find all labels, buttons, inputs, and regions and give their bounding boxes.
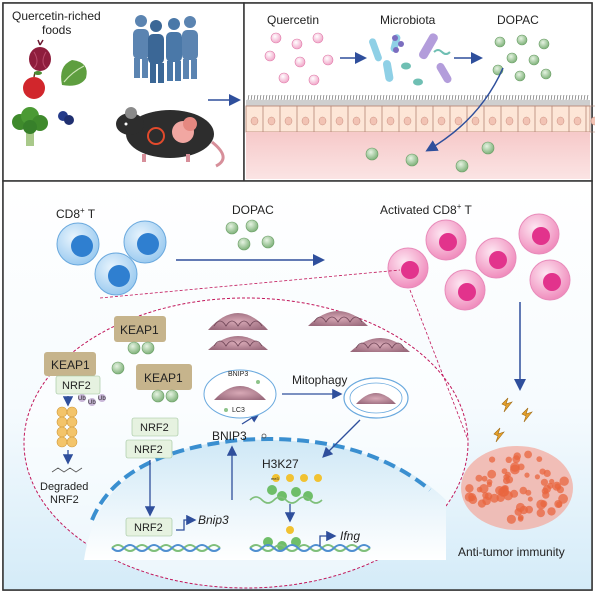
ub-label-3: Ub bbox=[98, 396, 106, 402]
cd8-t-cells bbox=[56, 220, 167, 296]
blueberries-icon bbox=[58, 111, 74, 125]
dopac-molecules-absorbed bbox=[365, 141, 495, 173]
arrow-ifng-transcription bbox=[319, 530, 337, 546]
microbiota-bacteria bbox=[369, 33, 452, 86]
bnip3-gene-label: Bnip3 bbox=[198, 513, 229, 527]
foods-label-line1: Quercetin-riched bbox=[12, 9, 101, 23]
nrf2-free-a: NRF2 bbox=[131, 417, 179, 437]
dopac-molecules-bottom bbox=[225, 219, 275, 251]
dna-strand-right-b bbox=[249, 544, 371, 552]
degraded-label-line2: NRF2 bbox=[50, 494, 79, 506]
nrf2-nuclear: NRF2 bbox=[125, 517, 173, 537]
bnip3-protein-label: BNIP3 bbox=[212, 429, 247, 443]
quercetin-label: Quercetin bbox=[267, 13, 319, 27]
broccoli-icon bbox=[12, 107, 48, 146]
people-group-icon bbox=[133, 15, 198, 83]
arrow-nrf2-to-bnip3 bbox=[176, 514, 197, 531]
keap1-label-b: KEAP1 bbox=[120, 323, 159, 337]
activated-cd8-t-cells bbox=[387, 213, 571, 311]
keap1-complex-c: KEAP1 bbox=[136, 364, 192, 403]
quercetin-molecules bbox=[264, 32, 334, 86]
nrf2-label-d: NRF2 bbox=[134, 522, 163, 534]
keap1-label-c: KEAP1 bbox=[144, 371, 183, 385]
me3-label-1: me3 bbox=[271, 476, 280, 481]
zoom-line-left bbox=[99, 269, 401, 299]
dna-strand-left bbox=[111, 544, 221, 552]
lc3-label: LC3 bbox=[232, 407, 245, 414]
h3k27-label: H3K27 bbox=[262, 457, 299, 471]
dopac-free-molecule bbox=[111, 361, 125, 375]
chromatin-upper bbox=[249, 496, 323, 504]
dna-strand-left-b bbox=[111, 544, 221, 552]
lettuce-icon bbox=[61, 60, 87, 86]
zoom-line-right bbox=[409, 289, 469, 441]
tumor-mass-icon bbox=[461, 446, 573, 530]
ifng-gene-label: Ifng bbox=[340, 529, 360, 543]
degraded-label-line1: Degraded bbox=[40, 481, 88, 493]
arrow-dopac-absorption bbox=[425, 67, 504, 152]
gut-epithelium bbox=[245, 94, 595, 179]
keap1-complex-a: KEAP1 NRF2 Ub Ub Ub bbox=[44, 352, 106, 406]
nrf2-label-c: NRF2 bbox=[134, 444, 163, 456]
activated-cd8-t-label: Activated CD8+ T bbox=[380, 202, 472, 217]
microbiota-label: Microbiota bbox=[380, 13, 436, 27]
arrow-to-h3k27 bbox=[322, 419, 361, 458]
nrf2-label-b: NRF2 bbox=[140, 422, 169, 434]
mitochondria-group bbox=[208, 311, 410, 352]
bnip3-small-label: BNIP3 bbox=[228, 371, 248, 378]
nrf2-label-a: NRF2 bbox=[62, 380, 91, 392]
foods-label-line2: foods bbox=[42, 23, 71, 37]
apple-icon bbox=[23, 71, 45, 99]
keap1-label-a: KEAP1 bbox=[51, 358, 90, 372]
nuclear-membrane bbox=[90, 437, 432, 521]
foods-label: Quercetin-riched foods bbox=[12, 9, 101, 37]
lightning-bolt-icons bbox=[493, 397, 533, 443]
cd8-t-label: CD8+ T bbox=[56, 206, 96, 221]
mitophagy-label: Mitophagy bbox=[292, 373, 347, 387]
degraded-fragments-icon bbox=[51, 467, 83, 473]
dopac-label-top: DOPAC bbox=[497, 13, 539, 27]
mouse-tumor-icon bbox=[116, 107, 225, 168]
keap1-complex-b: KEAP1 bbox=[114, 316, 166, 355]
nrf2-free-b: NRF2 bbox=[125, 439, 173, 459]
autophagosome-icon bbox=[343, 377, 409, 419]
anti-tumor-label: Anti-tumor immunity bbox=[458, 545, 565, 559]
onion-icon bbox=[29, 39, 51, 71]
dopac-label-bottom: DOPAC bbox=[232, 203, 274, 217]
nucleus-region bbox=[84, 439, 446, 560]
ub-label-2: Ub bbox=[88, 400, 96, 406]
ub-label-1: Ub bbox=[78, 396, 86, 402]
bnip3-dot-icon bbox=[261, 433, 267, 439]
proteasome-icon bbox=[56, 406, 78, 448]
dopac-molecules-top bbox=[492, 34, 552, 82]
mito-lc3-complex: BNIP3 LC3 bbox=[203, 369, 277, 419]
